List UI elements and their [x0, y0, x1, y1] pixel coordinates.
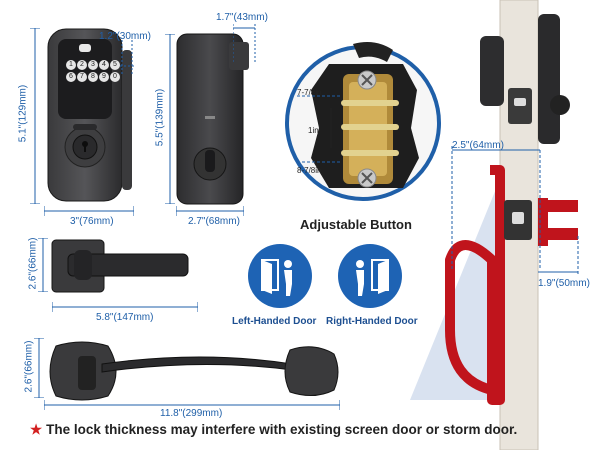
- keypad-height-line: [30, 28, 40, 204]
- keypad-lock-illustration: [47, 28, 123, 202]
- compatibility-note: ★The lock thickness may interfere with e…: [30, 422, 517, 438]
- interior-depth-label: 1.7"(43mm): [216, 12, 268, 23]
- left-handed-door-icon: [248, 244, 312, 308]
- handleset-length-label: 11.8"(299mm): [160, 408, 223, 419]
- note-text: The lock thickness may interfere with ex…: [46, 422, 518, 437]
- interior-width-line: [176, 206, 244, 216]
- door-thickness-label: 1.9"(50mm): [538, 278, 590, 289]
- keypad-height-label: 5.1"(129mm): [17, 84, 29, 143]
- handleset-height-line: [34, 338, 44, 398]
- keypad-width-line: [44, 206, 134, 216]
- lever-length-label: 5.8"(147mm): [96, 312, 154, 323]
- handleset-height-label: 2.6"(66mm): [23, 340, 35, 393]
- keypad-side-profile: [120, 40, 136, 190]
- handleset-length-line: [44, 400, 340, 410]
- adjustable-button-closeup: [285, 42, 441, 201]
- keypad-width-label: 3"(76mm): [70, 216, 114, 227]
- lever-height-line: [38, 238, 48, 292]
- keypad-key: 2: [77, 60, 87, 70]
- left-handed-door-label: Left-Handed Door: [232, 316, 317, 327]
- interior-width-label: 2.7"(68mm): [188, 216, 240, 227]
- backset-label: 2.5"(64mm): [452, 140, 504, 151]
- button-mid-label: 1in: [308, 126, 319, 135]
- interior-height-label: 5.5"(139mm): [154, 88, 166, 147]
- keypad-depth-label: 1.2"(30mm): [99, 31, 151, 42]
- door-cross-section: [410, 0, 579, 450]
- button-bottom-label: 8-7/8in: [297, 166, 322, 175]
- keypad-key: 5: [110, 60, 120, 70]
- keypad-key: 0: [110, 72, 120, 82]
- button-top-label: 7-7/8in: [297, 88, 322, 97]
- red-star-icon: ★: [30, 422, 43, 437]
- keypad-key: 6: [66, 72, 76, 82]
- keypad-key: 7: [77, 72, 87, 82]
- lever-handle-illustration: [51, 239, 189, 293]
- interior-height-line: [165, 34, 175, 204]
- handleset-illustration: [49, 341, 339, 401]
- interior-unit-illustration: [176, 33, 249, 205]
- right-handed-door-label: Right-Handed Door: [326, 316, 418, 327]
- right-handed-door-icon: [338, 244, 402, 308]
- keypad-key: 9: [99, 72, 109, 82]
- adjustable-button-title: Adjustable Button: [300, 217, 412, 232]
- keypad-keys: 1 2 3 4 5 6 7 8 9 0: [66, 60, 120, 82]
- keypad-key: 8: [88, 72, 98, 82]
- keypad-key: 1: [66, 60, 76, 70]
- interior-depth-line: [233, 24, 256, 64]
- keypad-key: 3: [88, 60, 98, 70]
- keypad-key: 4: [99, 60, 109, 70]
- lever-height-label: 2.6"(66mm): [27, 237, 39, 290]
- lever-length-line: [52, 302, 198, 312]
